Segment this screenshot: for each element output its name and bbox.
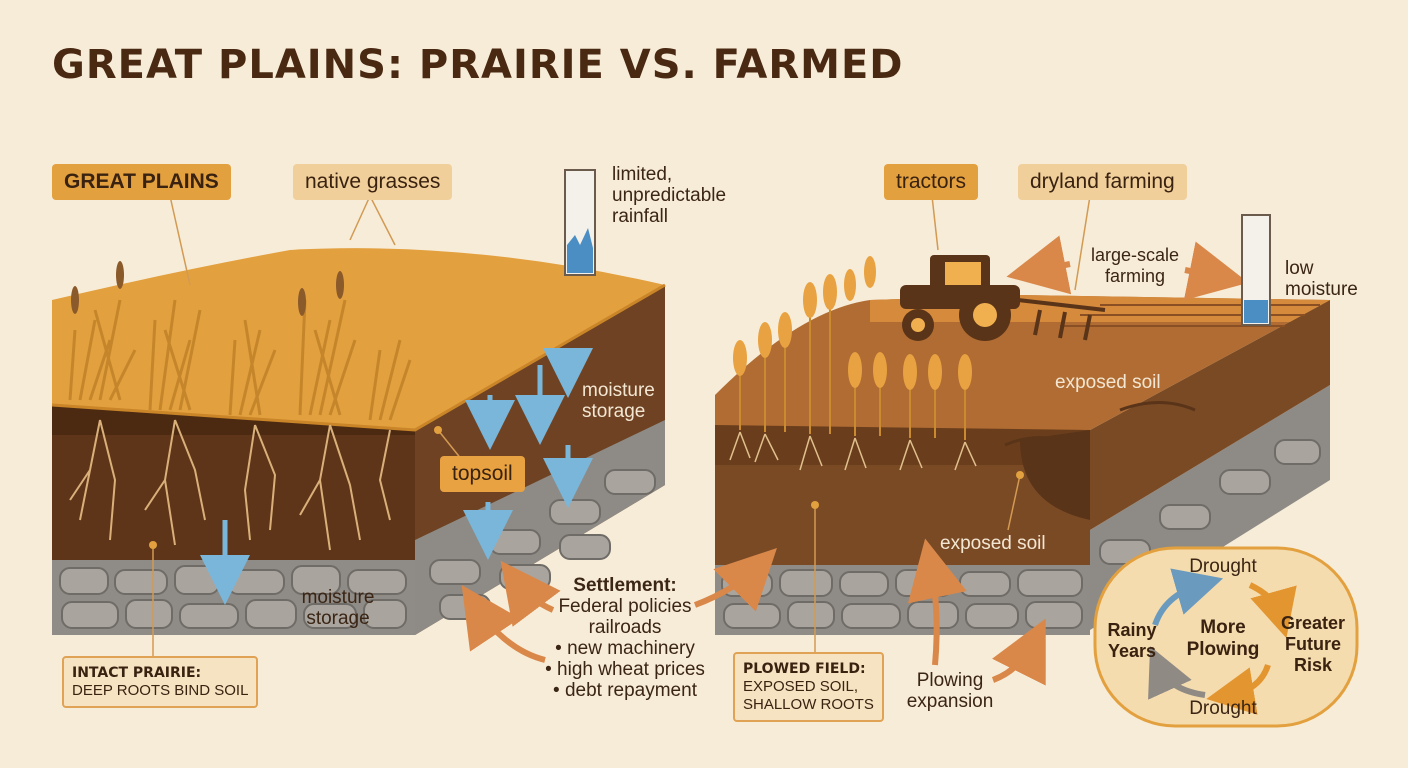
cycle-drought-bottom: Drought bbox=[1189, 698, 1257, 719]
settlement-item: • high wheat prices bbox=[545, 659, 705, 680]
rainfall-line-2: unpredictable bbox=[612, 185, 727, 206]
intact-prairie-title: INTACT PRAIRIE: bbox=[72, 665, 202, 681]
native-grasses-tag: native grasses bbox=[293, 164, 453, 200]
tractor-icon bbox=[900, 255, 1106, 341]
low-moisture-line-2: moisture bbox=[1285, 279, 1358, 300]
moisture-upper-line-2: storage bbox=[582, 401, 646, 422]
cycle-left-line-1: Rainy bbox=[1107, 620, 1157, 640]
cycle-drought-top: Drought bbox=[1189, 556, 1257, 577]
rainfall-line-1: limited, bbox=[612, 164, 673, 185]
prairie-block bbox=[51, 169, 666, 660]
plowing-line-1: Plowing bbox=[916, 670, 984, 691]
moisture-lower-line-2: storage bbox=[306, 608, 370, 629]
cycle-rainy-years: Rainy Years bbox=[1100, 620, 1164, 662]
exposed-soil-top: exposed soil bbox=[1055, 372, 1161, 393]
cycle-right-line-1: Greater bbox=[1280, 613, 1346, 633]
intact-prairie-box: INTACT PRAIRIE: DEEP ROOTS BIND SOIL bbox=[62, 656, 259, 708]
settlement-item: railroads bbox=[588, 617, 662, 638]
low-moisture-line-1: low bbox=[1285, 258, 1314, 279]
rainfall-note: limited, unpredictable rainfall bbox=[612, 164, 726, 227]
settlement-item: Federal policies bbox=[558, 596, 692, 617]
great-plains-tag: GREAT PLAINS bbox=[52, 164, 231, 200]
settlement-heading: Settlement: bbox=[573, 575, 677, 596]
cycle-center-line-2: Plowing bbox=[1186, 639, 1260, 660]
large-scale-line-2: farming bbox=[1104, 266, 1166, 286]
cycle-greater-risk: Greater Future Risk bbox=[1274, 613, 1352, 676]
moisture-upper-line-1: moisture bbox=[582, 380, 655, 401]
tractors-tag: tractors bbox=[884, 164, 979, 200]
plowed-field-box: PLOWED FIELD: EXPOSED SOIL, SHALLOW ROOT… bbox=[733, 652, 884, 722]
cycle-right-line-3: Risk bbox=[1293, 655, 1333, 675]
low-moisture-note: low moisture bbox=[1285, 258, 1358, 300]
large-scale-line-1: large-scale bbox=[1090, 245, 1180, 265]
cycle-more-plowing: More Plowing bbox=[1180, 617, 1266, 661]
plowed-field-line-1: EXPOSED SOIL, bbox=[743, 678, 859, 695]
settlement-list: Settlement: Federal policies railroads •… bbox=[540, 575, 710, 701]
feedback-cycle bbox=[1093, 546, 1359, 728]
intact-prairie-text: DEEP ROOTS BIND SOIL bbox=[72, 682, 249, 699]
settlement-item: • debt repayment bbox=[553, 680, 697, 701]
plowing-line-2: expansion bbox=[906, 691, 994, 712]
moisture-lower-line-1: moisture bbox=[301, 587, 375, 608]
settlement-item: • new machinery bbox=[555, 638, 695, 659]
page-title: GREAT PLAINS: PRAIRIE VS. FARMED bbox=[52, 42, 904, 88]
cycle-center-line-1: More bbox=[1200, 617, 1246, 638]
plowed-field-title: PLOWED FIELD: bbox=[743, 661, 866, 677]
dryland-farming-tag: dryland farming bbox=[1018, 164, 1187, 200]
plowing-expansion-note: Plowing expansion bbox=[895, 670, 1005, 712]
settlement-arrows bbox=[461, 538, 1046, 686]
cycle-left-line-2: Years bbox=[1107, 641, 1157, 661]
topsoil-tag: topsoil bbox=[440, 456, 525, 492]
moisture-storage-upper: moisture storage bbox=[582, 380, 655, 422]
large-scale-note: large-scale farming bbox=[1080, 245, 1190, 287]
cycle-right-line-2: Future bbox=[1285, 634, 1341, 654]
moisture-storage-lower: moisture storage bbox=[298, 587, 378, 629]
exposed-soil-mid: exposed soil bbox=[940, 533, 1046, 554]
plowed-field-line-2: SHALLOW ROOTS bbox=[743, 696, 874, 713]
rainfall-line-3: rainfall bbox=[612, 206, 668, 227]
